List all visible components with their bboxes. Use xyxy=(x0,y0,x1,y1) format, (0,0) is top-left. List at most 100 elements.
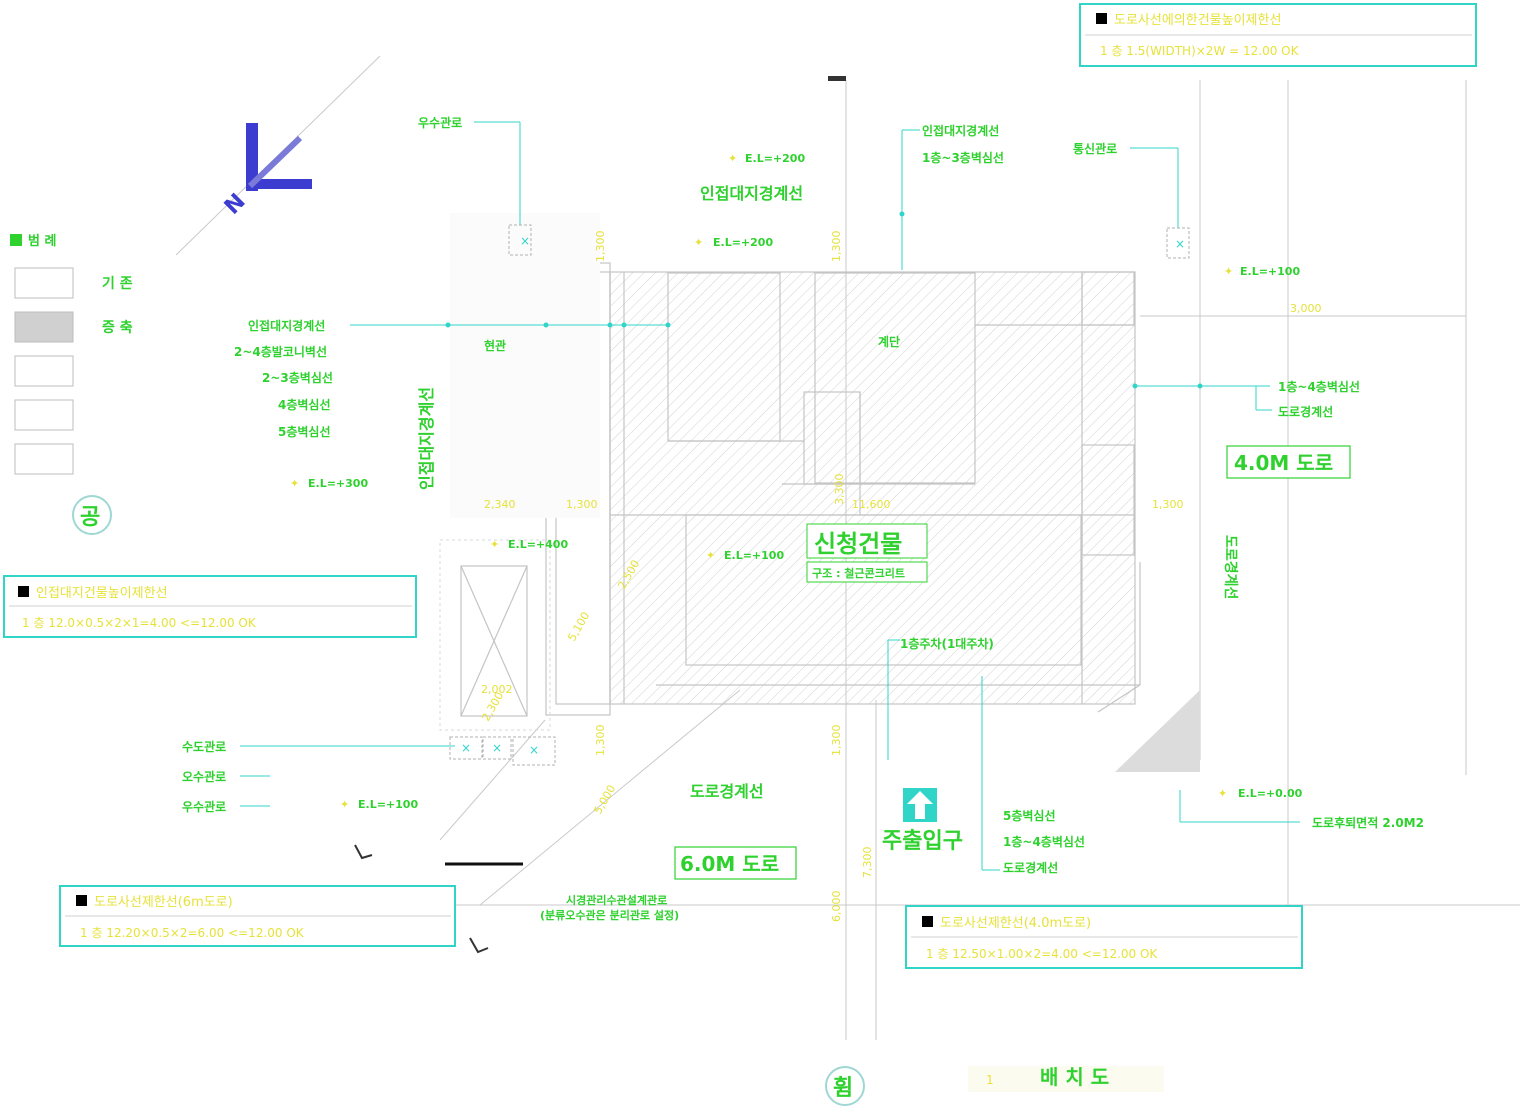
legend-title: 범 례 xyxy=(28,233,56,249)
svg-text:N: N xyxy=(220,189,251,220)
svg-text:2,002: 2,002 xyxy=(481,683,513,696)
elevation-marker-icon: ✦ ✦ ✦ ✦ ✦ ✦ ✦ ✦ xyxy=(290,152,1233,811)
label-road-boundary: 도로경계선 xyxy=(1278,404,1333,419)
label-wall-line: 5층벽심선 xyxy=(1003,808,1056,823)
svg-text:1 층 12.20×0.5×2=6.00 <=12.00: 1 층 12.20×0.5×2=6.00 <=12.00 OK xyxy=(80,926,305,940)
symbol-circle-icon: 공 xyxy=(72,495,112,535)
label-stair: 계단 xyxy=(878,334,900,349)
svg-text:인접대지건물높이제한선: 인접대지건물높이제한선 xyxy=(36,586,168,601)
label-el: E.L=+400 xyxy=(508,538,568,551)
svg-text:3,300: 3,300 xyxy=(833,474,846,506)
svg-text:1,300: 1,300 xyxy=(594,231,607,263)
label-telecom: 통신관로 xyxy=(1073,141,1117,156)
marker-bar xyxy=(828,76,846,81)
sheet-name: 배 치 도 xyxy=(1040,1065,1109,1089)
label-el: E.L=+200 xyxy=(713,236,773,249)
svg-text:✦: ✦ xyxy=(290,477,299,490)
svg-text:✦: ✦ xyxy=(706,549,715,562)
label-adjacent-boundary: 인접대지경계선 xyxy=(700,184,803,203)
cross-mark-icon: × xyxy=(520,234,530,248)
svg-text:휨: 휨 xyxy=(833,1076,853,1101)
cross-mark-icon: × xyxy=(1175,237,1185,251)
svg-text:✦: ✦ xyxy=(694,236,703,249)
drawing-labels: 우수관로 E.L=+200 인접대지경계선 E.L=+200 인접대지경계선 1… xyxy=(182,115,1424,922)
label-road-6m: 6.0M 도로 xyxy=(680,852,779,876)
label-adjacent-boundary-vertical: 인접대지경계선 xyxy=(417,387,436,490)
info-box-left: 인접대지건물높이제한선 1 층 12.0×0.5×2×1=4.00 <=12.0… xyxy=(3,575,417,638)
label-wall-line: 2~3층벽심선 xyxy=(262,370,333,385)
building-footprint xyxy=(439,213,1200,772)
svg-text:✦: ✦ xyxy=(1224,265,1233,278)
svg-text:1 층 12.50×1.00×2=4.00 <=12.00: 1 층 12.50×1.00×2=4.00 <=12.00 OK xyxy=(926,947,1158,961)
label-el: E.L=+100 xyxy=(1240,265,1300,278)
label-wall-line: 4층벽심선 xyxy=(278,397,331,412)
svg-text:✦: ✦ xyxy=(490,538,499,551)
info-box-bottom-left: 도로사선제한선(6m도로) 1 층 12.20×0.5×2=6.00 <=12.… xyxy=(59,885,456,947)
svg-text:1,300: 1,300 xyxy=(1152,498,1184,511)
label-wall-line: 5층벽심선 xyxy=(278,424,331,439)
svg-text:5,000: 5,000 xyxy=(591,783,618,817)
label-wall-line: 1층~3층벽심선 xyxy=(922,150,1004,165)
label-road-note: 도로후퇴면적 2.0M2 xyxy=(1312,815,1424,830)
label-main-entrance: 주출입구 xyxy=(882,829,963,854)
arrow-mark-icon xyxy=(469,937,489,954)
cross-mark-icon: × xyxy=(529,743,539,757)
svg-text:11,600: 11,600 xyxy=(852,498,891,511)
svg-text:1,300: 1,300 xyxy=(566,498,598,511)
legend-existing: 기 존 xyxy=(102,276,133,292)
label-el: E.L=+100 xyxy=(724,549,784,562)
label-adjacent-boundary: 인접대지경계선 xyxy=(248,318,325,333)
label-sewer-note: 시경관리수관설계관로 xyxy=(566,893,667,907)
symbol-circle-icon: 휨 xyxy=(825,1066,865,1106)
label-new-building: 신청건물 xyxy=(814,530,902,558)
label-wall-line: 1층~4층벽심선 xyxy=(1278,379,1360,394)
label-road-boundary: 도로경계선 xyxy=(690,782,764,801)
svg-text:도로사선제한선(6m도로): 도로사선제한선(6m도로) xyxy=(94,895,233,910)
svg-text:1,300: 1,300 xyxy=(830,231,843,263)
svg-text:도로사선에의한건물높이제한선: 도로사선에의한건물높이제한선 xyxy=(1114,13,1281,28)
svg-text:5,100: 5,100 xyxy=(565,610,592,644)
svg-text:7,300: 7,300 xyxy=(861,847,874,879)
svg-text:✦: ✦ xyxy=(340,798,349,811)
label-structure: 구조 : 철근콘크리트 xyxy=(812,566,905,580)
label-water-pipe: 수도관로 xyxy=(182,739,226,754)
svg-text:2,340: 2,340 xyxy=(484,498,516,511)
label-road-boundary: 도로경계선 xyxy=(1003,860,1058,875)
label-el: E.L=+300 xyxy=(308,477,368,490)
svg-text:6,000: 6,000 xyxy=(830,891,843,923)
leader-lines xyxy=(240,121,1300,871)
label-el: E.L=+100 xyxy=(358,798,418,811)
svg-text:✦: ✦ xyxy=(728,152,737,165)
label-sewage-pipe: 오수관로 xyxy=(182,769,226,784)
svg-text:1,300: 1,300 xyxy=(830,725,843,757)
arrow-mark-icon xyxy=(354,844,373,860)
info-box-top-right: 도로사선에의한건물높이제한선 1 층 1.5(WIDTH)×2W = 12.00… xyxy=(1079,3,1477,67)
cross-mark-icon: × xyxy=(461,741,471,755)
north-arrow-icon: N xyxy=(220,123,312,220)
svg-text:도로사선제한선(4.0m도로): 도로사선제한선(4.0m도로) xyxy=(940,916,1091,931)
label-balcony-line: 2~4층발코니벽선 xyxy=(234,344,327,359)
label-sewer-note: (분류오수관은 분리관로 설정) xyxy=(540,908,679,922)
label-el: E.L=+200 xyxy=(745,152,805,165)
sheet-title: 1 배 치 도 xyxy=(968,1065,1164,1092)
utility-boxes: × × × × × xyxy=(449,224,1190,766)
info-box-bottom-right: 도로사선제한선(4.0m도로) 1 층 12.50×1.00×2=4.00 <=… xyxy=(905,905,1303,969)
svg-text:3,000: 3,000 xyxy=(1290,302,1322,315)
label-rain-pipe: 우수관로 xyxy=(418,115,462,130)
label-el: E.L=+0.00 xyxy=(1238,787,1303,800)
label-entrance-area: 현관 xyxy=(484,338,506,353)
label-adjacent-boundary: 인접대지경계선 xyxy=(922,123,999,138)
svg-text:✦: ✦ xyxy=(1218,787,1227,800)
svg-text:1 층 12.0×0.5×2×1=4.00 <=12.00: 1 층 12.0×0.5×2×1=4.00 <=12.00 OK xyxy=(22,616,257,630)
sheet-number: 1 xyxy=(986,1073,994,1087)
label-road-boundary-vertical: 도로경계선 xyxy=(1222,535,1239,599)
label-road-4m: 4.0M 도로 xyxy=(1234,451,1333,475)
svg-text:1,300: 1,300 xyxy=(594,725,607,757)
svg-text:공: 공 xyxy=(80,505,100,530)
label-wall-line: 1층~4층벽심선 xyxy=(1003,834,1085,849)
legend-extension: 증 축 xyxy=(102,320,133,336)
legend: 범 례 기 존 증 축 xyxy=(10,233,133,475)
svg-text:1 층 1.5(WIDTH)×2W = 12.00 OK: 1 층 1.5(WIDTH)×2W = 12.00 OK xyxy=(1100,44,1300,58)
cross-mark-icon: × xyxy=(492,741,502,755)
